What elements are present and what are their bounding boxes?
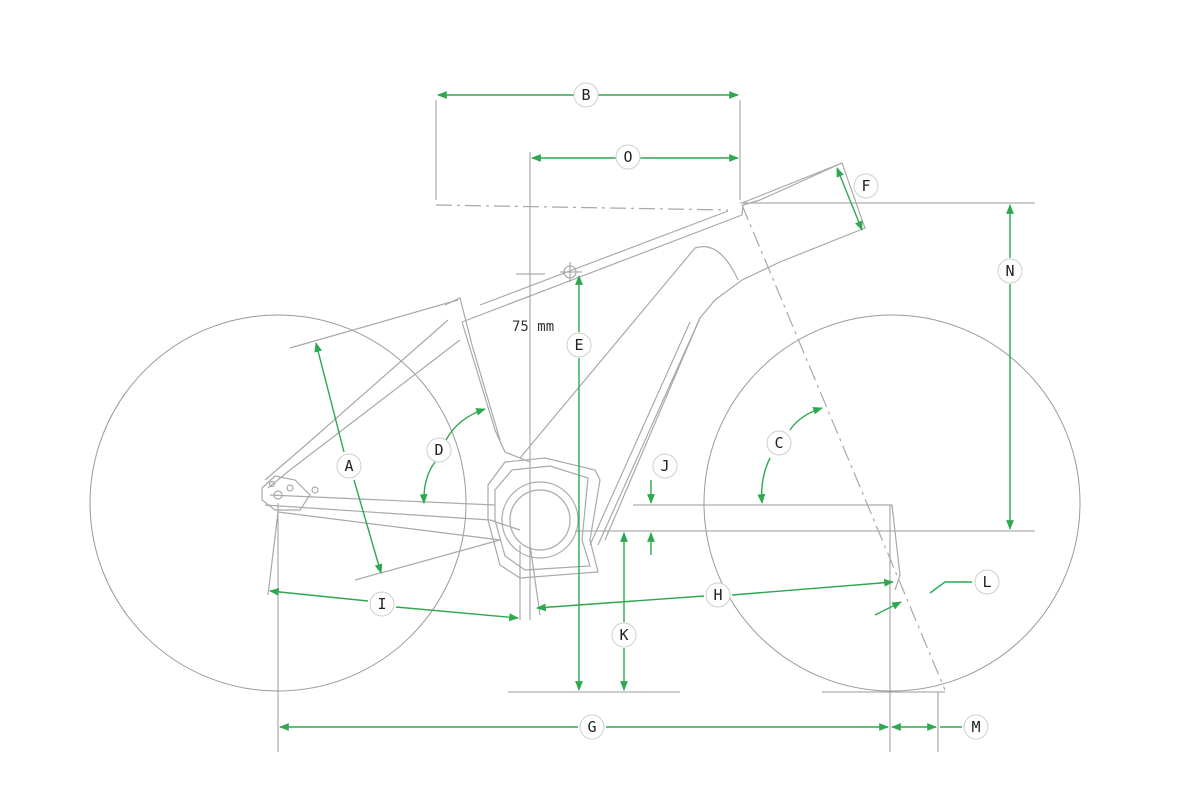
svg-text:B: B	[581, 86, 590, 104]
svg-text:I: I	[377, 595, 386, 613]
label-L: L	[974, 569, 1000, 595]
svg-text:F: F	[861, 177, 870, 195]
svg-text:H: H	[713, 586, 722, 604]
dimension-arrows	[269, 91, 1014, 731]
svg-text:O: O	[623, 148, 632, 166]
svg-text:M: M	[971, 718, 980, 736]
bike-frame	[261, 162, 946, 691]
label-N: N	[997, 258, 1023, 284]
label-H: H	[705, 582, 731, 608]
svg-text:A: A	[344, 457, 353, 475]
reference-lines	[277, 100, 1035, 752]
label-C: C	[766, 430, 792, 456]
svg-text:L: L	[982, 573, 991, 591]
label-F: F	[853, 173, 879, 199]
label-O: O	[615, 144, 641, 170]
svg-text:N: N	[1005, 262, 1014, 280]
label-I: I	[369, 591, 395, 617]
svg-text:K: K	[619, 626, 628, 644]
label-G: G	[579, 714, 605, 740]
svg-text:E: E	[574, 336, 583, 354]
svg-text:C: C	[774, 434, 783, 452]
label-D: D	[426, 437, 452, 463]
svg-text:D: D	[434, 441, 443, 459]
svg-text:J: J	[660, 457, 669, 475]
svg-text:G: G	[587, 718, 596, 736]
label-J: J	[652, 453, 678, 479]
label-A: A	[336, 453, 362, 479]
label-E: E	[566, 332, 592, 358]
label-B: B	[573, 82, 599, 108]
label-K: K	[611, 622, 637, 648]
front-wheel	[703, 314, 1081, 692]
label-M: M	[963, 714, 989, 740]
seat-offset-note: 75 mm	[512, 319, 554, 335]
